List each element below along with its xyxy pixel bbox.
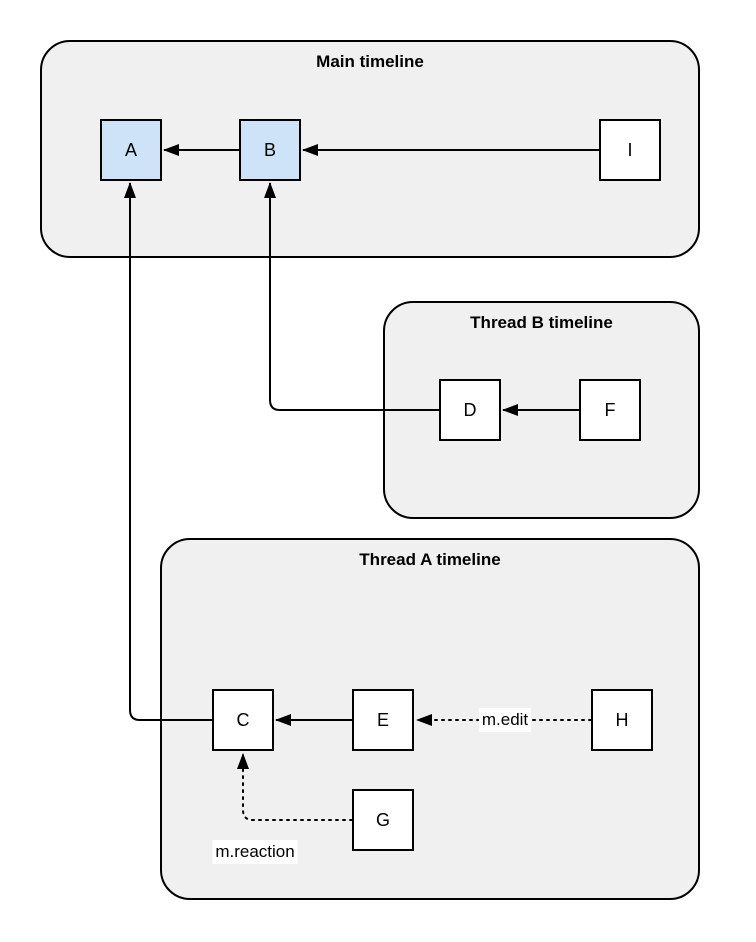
node-h: H	[591, 689, 653, 751]
container-title-thread-a-timeline: Thread A timeline	[359, 550, 501, 569]
node-a: A	[100, 119, 162, 181]
node-d: D	[439, 379, 501, 441]
edge-label-m-reaction: m.reaction	[212, 840, 298, 864]
container-thread-b-timeline: Thread B timeline	[383, 301, 700, 519]
node-g: G	[352, 789, 414, 851]
node-c: C	[212, 689, 274, 751]
container-title-thread-b-timeline: Thread B timeline	[470, 313, 613, 332]
container-title-main-timeline: Main timeline	[316, 52, 424, 71]
node-f: F	[579, 379, 641, 441]
node-b: B	[239, 119, 301, 181]
node-i: I	[599, 119, 661, 181]
edge-label-m-edit: m.edit	[478, 708, 532, 732]
node-e: E	[352, 689, 414, 751]
